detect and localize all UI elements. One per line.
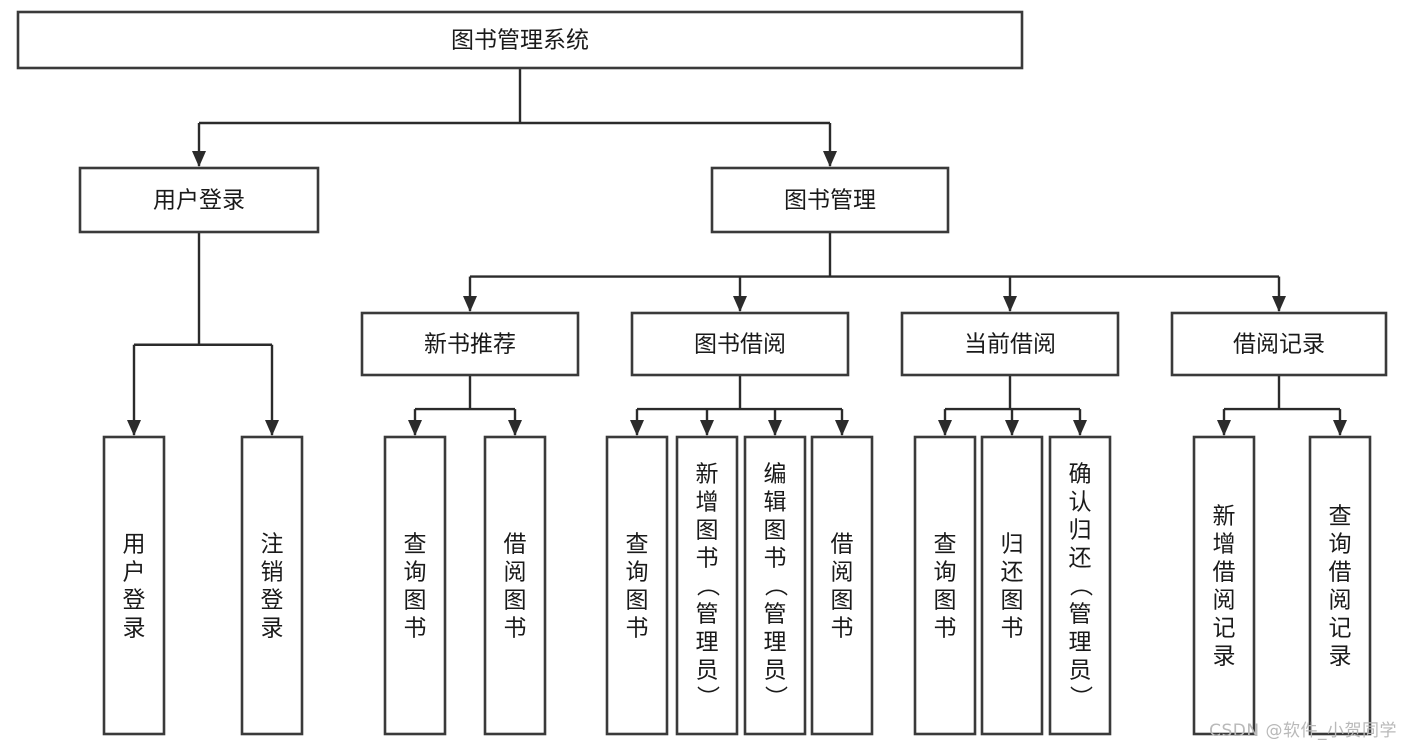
node-box <box>1192 435 1256 736</box>
node-user-login[interactable]: 用户登录 <box>78 166 320 234</box>
connector-arrow-icon <box>938 420 952 436</box>
node-box <box>360 311 580 377</box>
connector-arrow-icon <box>1073 420 1087 436</box>
node-box <box>980 435 1044 736</box>
node-leaf-user-login[interactable]: 用户登录 <box>102 435 166 736</box>
connector-arrow-icon <box>823 151 837 167</box>
node-leaf-query-book-1[interactable]: 查询图书 <box>383 435 447 736</box>
node-current-borrow[interactable]: 当前借阅 <box>900 311 1120 377</box>
connector-arrow-icon <box>1217 420 1231 436</box>
connector-arrow-icon <box>700 420 714 436</box>
connector-arrow-icon <box>408 420 422 436</box>
node-label: 查询图书 <box>626 532 649 642</box>
node-label: 借阅图书 <box>504 532 527 642</box>
node-leaf-return-book[interactable]: 归还图书 <box>980 435 1044 736</box>
connector-arrow-icon <box>265 420 279 436</box>
node-leaf-borrow-book-1[interactable]: 借阅图书 <box>483 435 547 736</box>
node-label: 用户登录 <box>123 532 146 642</box>
node-label: 图书管理 <box>784 188 876 214</box>
watermark-text: CSDN @软件_小贺同学 <box>1209 721 1397 741</box>
node-leaf-query-record[interactable]: 查询借阅记录 <box>1308 435 1372 736</box>
connector-arrow-icon <box>768 420 782 436</box>
node-book-borrow[interactable]: 图书借阅 <box>630 311 850 377</box>
node-box <box>483 435 547 736</box>
node-borrow-record[interactable]: 借阅记录 <box>1170 311 1388 377</box>
node-box <box>1170 311 1388 377</box>
node-leaf-confirm-return[interactable]: 确认归还（管理员） <box>1048 435 1112 736</box>
connector-arrow-icon <box>630 420 644 436</box>
node-box <box>913 435 977 736</box>
node-root[interactable]: 图书管理系统 <box>16 10 1024 70</box>
connector-arrow-icon <box>1003 296 1017 312</box>
node-box <box>743 435 807 736</box>
node-book-manage[interactable]: 图书管理 <box>710 166 950 234</box>
node-label: 新增借阅记录 <box>1213 504 1236 670</box>
node-label: 借阅图书 <box>831 532 854 642</box>
node-box <box>710 166 950 234</box>
node-label: 查询图书 <box>404 532 427 642</box>
node-label: 图书管理系统 <box>451 28 589 54</box>
connector-arrow-icon <box>835 420 849 436</box>
node-new-book-recommend[interactable]: 新书推荐 <box>360 311 580 377</box>
node-box <box>630 311 850 377</box>
connector-arrow-icon <box>463 296 477 312</box>
node-box <box>605 435 669 736</box>
node-leaf-query-book-2[interactable]: 查询图书 <box>605 435 669 736</box>
node-box <box>102 435 166 736</box>
node-leaf-borrow-book-2[interactable]: 借阅图书 <box>810 435 874 736</box>
node-label: 编辑图书（管理员） <box>764 462 789 712</box>
node-box <box>1308 435 1372 736</box>
node-label: 借阅记录 <box>1233 332 1325 358</box>
node-box <box>675 435 739 736</box>
node-leaf-edit-book[interactable]: 编辑图书（管理员） <box>743 435 807 736</box>
node-label: 查询借阅记录 <box>1329 504 1352 670</box>
connector-arrow-icon <box>733 296 747 312</box>
node-leaf-add-book[interactable]: 新增图书（管理员） <box>675 435 739 736</box>
node-label: 查询图书 <box>934 532 957 642</box>
node-box <box>240 435 304 736</box>
node-label: 新书推荐 <box>424 332 516 358</box>
connector-arrow-icon <box>1005 420 1019 436</box>
node-leaf-logout[interactable]: 注销登录 <box>240 435 304 736</box>
node-box <box>1048 435 1112 736</box>
node-leaf-query-book-3[interactable]: 查询图书 <box>913 435 977 736</box>
connector-arrow-icon <box>508 420 522 436</box>
node-box <box>383 435 447 736</box>
node-box <box>78 166 320 234</box>
node-label: 确认归还（管理员） <box>1069 462 1094 712</box>
node-box <box>900 311 1120 377</box>
node-label: 用户登录 <box>153 188 245 214</box>
connector-arrow-icon <box>1272 296 1286 312</box>
node-label: 归还图书 <box>1001 532 1024 642</box>
connector-layer <box>127 68 1347 436</box>
node-label: 新增图书（管理员） <box>696 462 721 712</box>
node-label: 注销登录 <box>261 532 284 642</box>
node-leaf-add-record[interactable]: 新增借阅记录 <box>1192 435 1256 736</box>
node-box <box>810 435 874 736</box>
node-label: 图书借阅 <box>694 332 786 358</box>
node-label: 当前借阅 <box>964 332 1056 358</box>
connector-arrow-icon <box>1333 420 1347 436</box>
node-layer: 图书管理系统用户登录图书管理新书推荐图书借阅当前借阅借阅记录用户登录注销登录查询… <box>16 10 1388 736</box>
connector-arrow-icon <box>192 151 206 167</box>
node-box <box>16 10 1024 70</box>
connector-arrow-icon <box>127 420 141 436</box>
